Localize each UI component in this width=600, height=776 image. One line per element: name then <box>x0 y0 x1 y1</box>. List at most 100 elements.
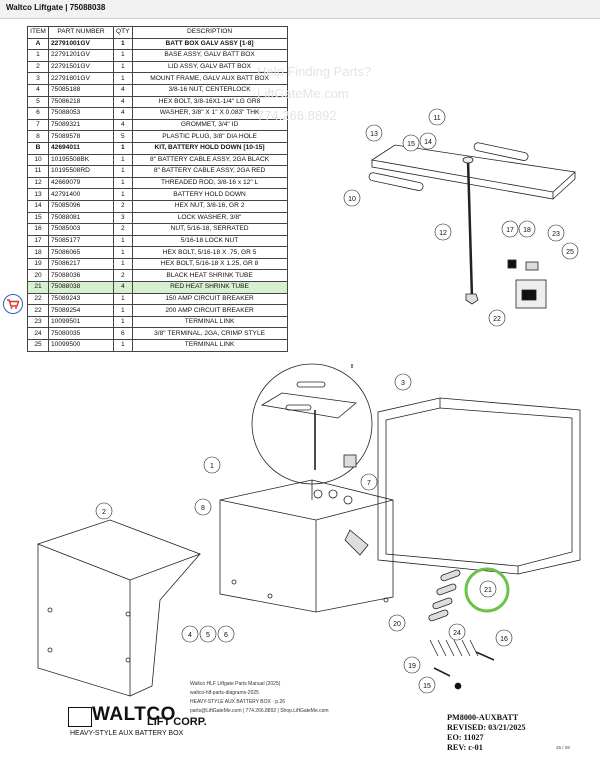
callout-12: 12 <box>434 223 452 241</box>
waltco-logo-icon <box>68 707 92 727</box>
footer-ref-slug: waltco-hlf-parts-diagrams-2025 <box>190 690 259 696</box>
cell-description: NUT, 5/16-18, SERRATED <box>131 223 288 236</box>
svg-text:10: 10 <box>348 196 356 203</box>
callout-18: 18 <box>518 220 536 238</box>
cell-description: TERMINAL LINK <box>131 339 288 352</box>
cell-item: B <box>27 141 49 155</box>
svg-text:22: 22 <box>493 316 501 323</box>
callout-8-detail: 8 <box>351 364 354 370</box>
cell-part-number: 42694011 <box>48 141 114 155</box>
callout-22: 22 <box>488 309 506 327</box>
svg-text:15: 15 <box>423 683 431 690</box>
cell-part-number: 75088081 <box>48 211 114 225</box>
battery-box-lid-drawing <box>36 519 202 581</box>
cell-qty: 1 <box>113 339 133 352</box>
cell-part-number: 22791201GV <box>48 49 114 62</box>
battery-cable-black-drawing <box>368 172 424 191</box>
svg-text:25: 25 <box>566 249 574 256</box>
page-header-title: Waltco Liftgate | 75088038 <box>6 3 106 12</box>
svg-text:3: 3 <box>401 380 405 387</box>
svg-text:20: 20 <box>393 621 401 628</box>
revision: REV: c-01 <box>447 743 483 752</box>
cell-part-number: 42669079 <box>48 176 114 190</box>
svg-text:7: 7 <box>367 480 371 487</box>
add-to-cart-icon[interactable] <box>3 294 23 314</box>
svg-text:8: 8 <box>201 505 205 512</box>
callout-15-bottom: 15 <box>418 676 436 694</box>
svg-text:15: 15 <box>407 141 415 148</box>
cell-description: BATTERY HOLD DOWN <box>131 188 288 201</box>
threaded-rod-drawing <box>466 159 474 299</box>
watermark-line-3: 774.266.8892 <box>257 108 337 123</box>
col-part-number: PART NUMBER <box>48 26 114 39</box>
callout-16: 16 <box>495 629 513 647</box>
callout-23: 23 <box>547 224 565 242</box>
callout-20: 20 <box>388 614 406 632</box>
svg-text:1: 1 <box>210 463 214 470</box>
cell-part-number: 75085096 <box>48 199 114 213</box>
col-qty: QTY <box>113 26 133 39</box>
cell-part-number: 75085177 <box>48 234 114 248</box>
svg-text:17: 17 <box>506 227 514 234</box>
cell-part-number: 10195508BK <box>48 153 114 167</box>
cell-qty: 1 <box>113 49 133 62</box>
cell-qty: 1 <box>113 176 133 190</box>
callout-7: 7 <box>360 473 378 491</box>
svg-text:16: 16 <box>500 636 508 643</box>
callout-11: 11 <box>428 108 446 126</box>
doc-number: PM8000-AUXBATT <box>447 713 519 722</box>
cell-description: HEX NUT, 3/8-16, GR 2 <box>131 199 288 213</box>
footer-ref-page: HEAVY-STYLE AUX BATTERY BOX · p.26 <box>190 699 286 705</box>
heat-shrink-tubes-drawing <box>428 569 461 622</box>
callout-13: 13 <box>365 124 383 142</box>
callout-21: 21 <box>479 580 497 598</box>
svg-text:21: 21 <box>484 587 492 594</box>
callout-4: 4 <box>181 625 199 643</box>
svg-text:12: 12 <box>439 230 447 237</box>
callout-14: 14 <box>419 132 437 150</box>
cell-qty: 1 <box>113 165 133 178</box>
cell-description: BATT BOX GALV ASSY [1-8] <box>131 37 288 51</box>
svg-text:5: 5 <box>206 632 210 639</box>
cell-part-number: 75089578 <box>48 130 114 143</box>
cell-item: 14 <box>27 199 49 213</box>
cell-description: BASE ASSY, GALV BATT BOX <box>131 49 288 62</box>
terminals-drawing <box>429 639 479 657</box>
callout-6: 6 <box>217 625 235 643</box>
cell-qty: 1 <box>113 234 133 248</box>
svg-text:8: 8 <box>351 364 354 370</box>
col-description: DESCRIPTION <box>131 26 288 39</box>
callout-17: 17 <box>501 220 519 238</box>
cell-description: LOCK WASHER, 3/8" <box>131 211 288 225</box>
footer-ref-contact[interactable]: parts@LiftGateMe.com | 774.266.8892 | Sh… <box>190 708 329 714</box>
watermark-line-1: Help Finding Parts? <box>257 64 372 79</box>
page-number: 26 / 29 <box>556 745 570 750</box>
mount-frame-drawing <box>377 397 581 575</box>
svg-text:6: 6 <box>224 632 228 639</box>
svg-text:4: 4 <box>188 632 192 639</box>
diagram-subtitle: HEAVY-STYLE AUX BATTERY BOX <box>70 730 184 737</box>
callout-2: 2 <box>95 502 113 520</box>
